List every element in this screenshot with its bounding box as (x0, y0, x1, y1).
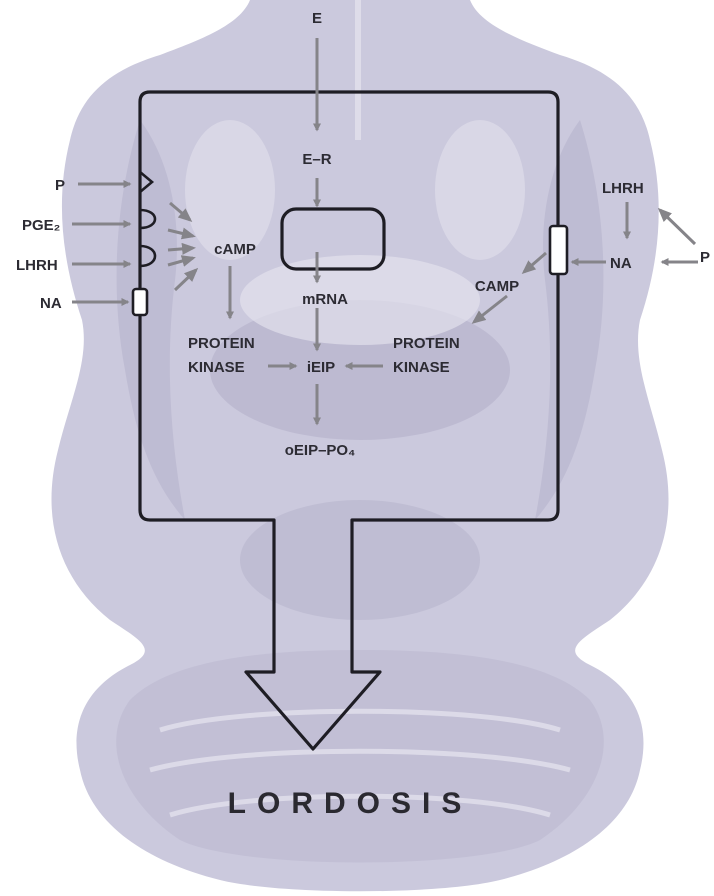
brain-cerebellum (116, 650, 604, 863)
label-oeip: oEIP–PO₄ (285, 442, 356, 459)
membrane-receptor-na-right (550, 226, 567, 274)
arrow-p-right-diagonal (660, 210, 695, 244)
label-mrna: mRNA (302, 291, 348, 308)
label-protein-left: PROTEIN (188, 335, 255, 352)
label-camp-right: CAMP (475, 278, 519, 295)
label-left-na: NA (40, 295, 62, 312)
brain-background (51, 0, 668, 891)
label-left-lhrh: LHRH (16, 257, 58, 274)
diagram-title: LORDOSIS (228, 787, 473, 820)
label-right-p: P (700, 249, 710, 266)
brain-midbrain (240, 500, 480, 620)
label-ieip: iEIP (307, 359, 335, 376)
brain-highlight-left (185, 120, 275, 260)
label-kinase-left: KINASE (188, 359, 245, 376)
label-protein-right: PROTEIN (393, 335, 460, 352)
label-camp-left: cAMP (214, 241, 256, 258)
brain-highlight-right (435, 120, 525, 260)
label-right-lhrh: LHRH (602, 180, 644, 197)
arrow-receptor-to-camp-3 (168, 248, 193, 250)
label-right-na: NA (610, 255, 632, 272)
label-kinase-right: KINASE (393, 359, 450, 376)
label-estrogen-receptor: E–R (302, 151, 331, 168)
label-estrogen: E (312, 10, 322, 27)
label-left-pge: PGE₂ (22, 217, 60, 234)
membrane-receptor-na-left (133, 289, 147, 315)
label-left-p: P (55, 177, 65, 194)
